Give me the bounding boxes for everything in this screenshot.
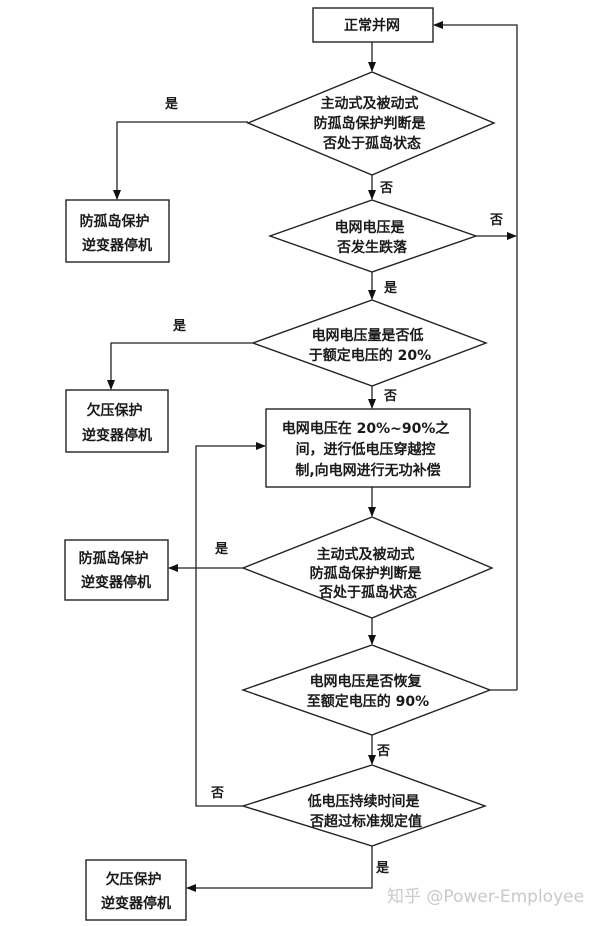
node-start: [312, 7, 434, 43]
node-start-text: 正常并网: [344, 17, 400, 34]
node-d6-text: 低电压持续时间是 否超过标准规定值: [307, 793, 425, 830]
edge-label-d3-yes: 是: [172, 319, 187, 334]
edge-d6-stop-uv-2: [186, 846, 373, 892]
edge-loop-start: [433, 21, 518, 690]
edge-label-d5-no: 否: [376, 744, 390, 759]
watermark: 知乎 @Power-Employee: [387, 887, 584, 907]
node-d6: [240, 764, 488, 847]
node-stop-island-1-text: 防孤岛保护 逆变器停机: [80, 213, 155, 254]
node-stop-island-2: [64, 539, 169, 601]
node-lvrt-text: 电网电压在 20%~90%之 间，进行低电压穿越控 制,向电网进行无功补偿: [282, 420, 455, 479]
edge-label-d2-no: 否: [489, 213, 503, 228]
edge-label-d3-no: 否: [383, 389, 397, 404]
edge-label-d1-no: 否: [379, 181, 393, 196]
node-d1-text: 主动式及被动式 防孤岛保护判断是 否处于孤岛状态: [314, 95, 431, 152]
node-d3: [250, 299, 488, 387]
node-stop-island-2-text: 防孤岛保护 逆变器停机: [79, 550, 154, 591]
edge-d1-stop-island-1: [113, 121, 248, 200]
node-stop-uv-1-text: 欠压保护 逆变器停机: [82, 402, 152, 444]
edge-d6-lvrt: [195, 442, 266, 807]
node-d1: [246, 71, 496, 176]
node-stop-uv-2-text: 欠压保护 逆变器停机: [101, 871, 171, 912]
node-d5-text: 电网电压是否恢复 至额定电压的 90%: [307, 673, 429, 710]
node-d4-text: 主动式及被动式 防孤岛保护判断是 否处于孤岛状态: [310, 546, 427, 601]
node-d4: [241, 516, 494, 619]
node-stop-uv-1: [65, 389, 169, 453]
node-d2: [267, 199, 479, 273]
edge-label-d6-yes: 是: [375, 861, 390, 876]
node-d3-text: 电网电压量是否低 于额定电压的 20%: [309, 327, 431, 364]
edge-label-d1-yes: 是: [164, 97, 179, 112]
node-lvrt: [265, 408, 471, 488]
node-stop-uv-2: [85, 859, 187, 921]
edge-label-d4-yes: 是: [214, 542, 229, 557]
node-d5: [240, 644, 492, 736]
node-stop-island-1: [65, 199, 170, 263]
edge-label-d2-yes: 是: [383, 281, 398, 296]
edge-d3-stop-uv-1: [107, 342, 253, 390]
node-d2-text: 电网电压是 否发生跌落: [335, 219, 410, 256]
edge-label-d6-no: 否: [210, 786, 224, 801]
